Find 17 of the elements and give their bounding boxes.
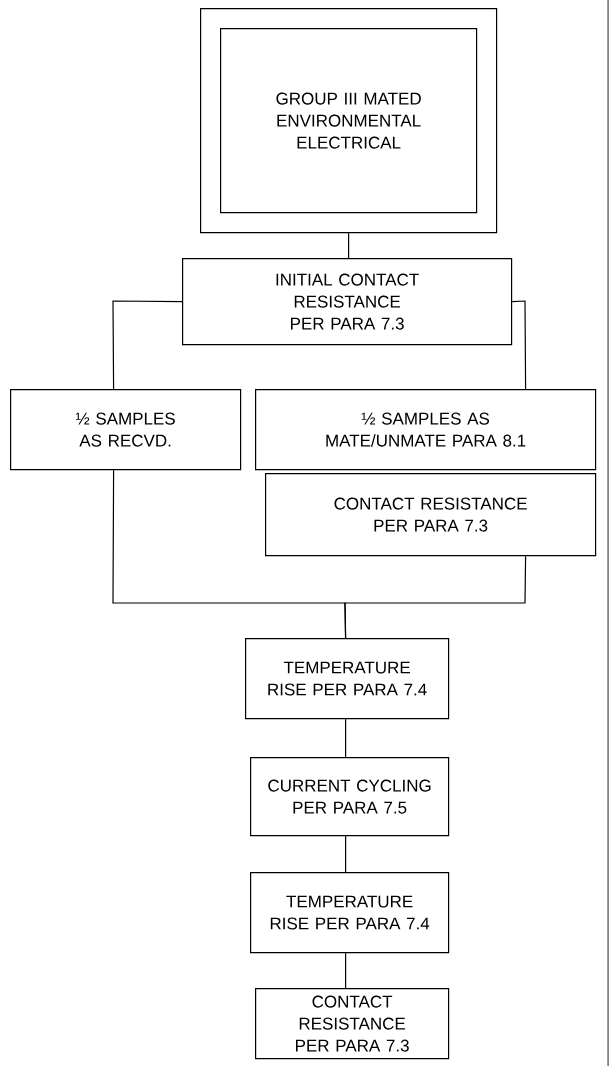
process-box: INITIAL CONTACT RESISTANCE PER PARA 7.3	[182, 258, 513, 346]
process-box: TEMPERATURE RISE PER PARA 7.4	[245, 638, 450, 720]
process-box: CONTACT RESISTANCE PER PARA 7.3	[255, 988, 450, 1060]
process-box: CURRENT CYCLING PER PARA 7.5	[250, 757, 450, 837]
title-box: GROUP III MATED ENVIRONMENTAL ELECTRICAL	[220, 28, 478, 214]
process-box: CONTACT RESISTANCE PER PARA 7.3	[265, 473, 597, 557]
outer-frame	[200, 8, 498, 234]
process-box: ½ SAMPLES AS MATE/UNMATE PARA 8.1	[255, 389, 597, 471]
connector-line	[345, 952, 347, 989]
connector-line	[348, 232, 350, 259]
process-box: ½ SAMPLES AS RECVD.	[10, 389, 242, 471]
connector-line	[345, 718, 347, 758]
connector-line	[112, 300, 183, 390]
connector-line	[344, 555, 527, 639]
connector-line	[345, 835, 347, 873]
connector-line	[511, 300, 527, 390]
process-box: TEMPERATURE RISE PER PARA 7.4	[250, 872, 450, 954]
